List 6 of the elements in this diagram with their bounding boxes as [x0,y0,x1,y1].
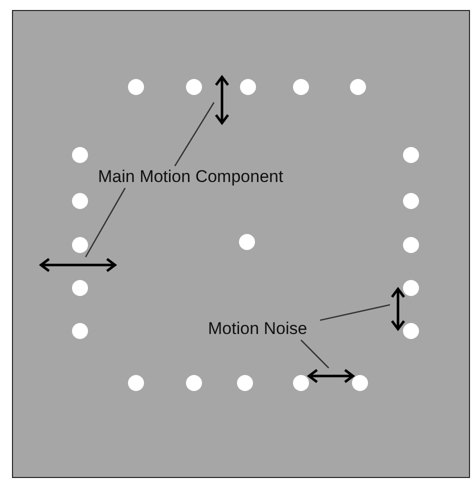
leader-line [85,188,126,258]
leader-line [174,102,215,166]
leader-line [320,304,390,321]
annotation-label: Motion Noise [208,318,308,340]
leader-line [300,340,330,368]
annotation-label: Main Motion Component [98,166,284,188]
